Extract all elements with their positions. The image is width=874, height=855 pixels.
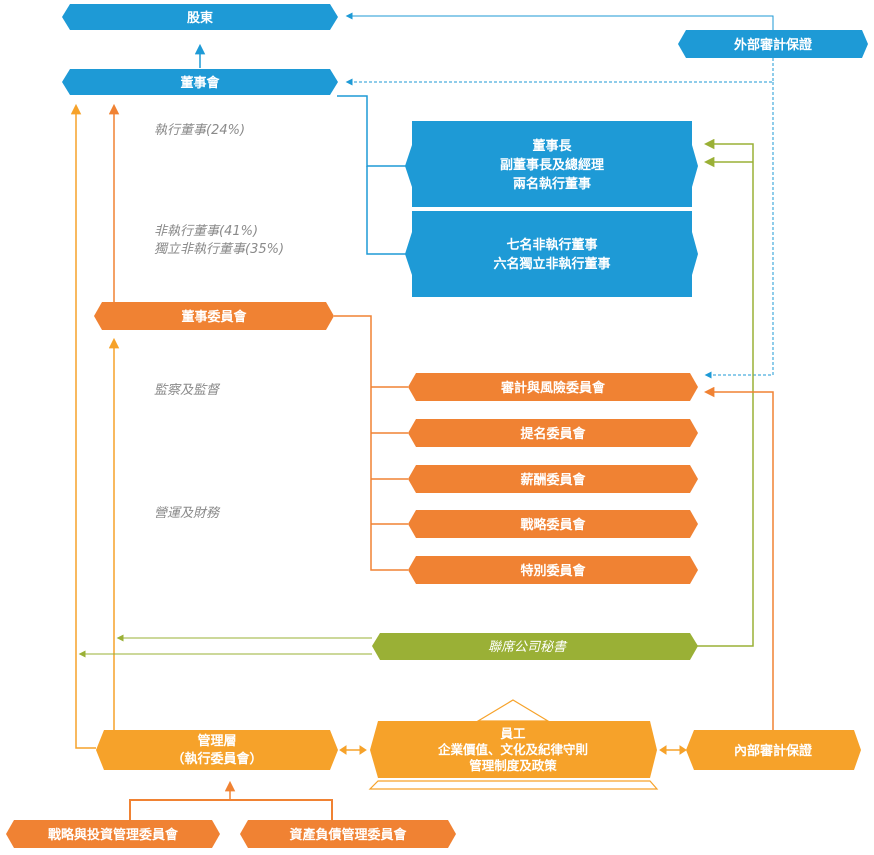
board-committees-shape xyxy=(94,302,334,330)
employees-shape xyxy=(370,721,657,778)
employees-roof xyxy=(475,699,551,722)
strategy-committee-label: 戰略委員會 xyxy=(520,517,586,533)
internal-audit-node: 內部審計保證 xyxy=(686,730,861,770)
asset-liability-committee-shape xyxy=(240,820,456,848)
asset-liability-committee-node: 資產負債管理委員會 xyxy=(240,820,456,848)
shareholders-node: 股東 xyxy=(62,4,338,30)
strategy-investment-committee-label: 戰略與投資管理委員會 xyxy=(48,827,179,843)
joint-company-secretary-label: 聯席公司秘書 xyxy=(488,639,568,655)
connector-external-audit-to-shareholders xyxy=(345,12,774,30)
nomination-committee-shape xyxy=(408,419,698,447)
independent-pct-note: 獨立非執行董事(35%) xyxy=(154,242,284,257)
nomination-committee-node: 提名委員會 xyxy=(408,419,698,447)
operations-note: 營運及財務 xyxy=(154,506,221,521)
exec-directors-node: 董事長 副董事長及總經理 兩名執行董事 xyxy=(405,121,698,207)
exec-directors-shape xyxy=(405,121,698,207)
board-committees-node: 董事委員會 xyxy=(94,302,334,330)
connector-board-to-nonexec-directors xyxy=(366,166,408,255)
internal-audit-label: 內部審計保證 xyxy=(734,743,813,759)
nomination-committee-label: 提名委員會 xyxy=(520,426,586,442)
external-audit-label: 外部審計保證 xyxy=(733,37,813,53)
strategy-investment-committee-shape xyxy=(6,820,220,848)
six-independent-label: 六名獨立非執行董事 xyxy=(493,256,610,272)
special-committee-node: 特別委員會 xyxy=(408,556,698,584)
remuneration-committee-label: 薪酬委員會 xyxy=(520,472,586,488)
employees-node: 員工 企業價值、文化及紀律守則 管理制度及政策 xyxy=(368,699,659,790)
connector-management-to-board xyxy=(70,103,96,749)
connector-committees-bracket xyxy=(334,315,408,571)
special-committee-label: 特別委員會 xyxy=(520,563,586,579)
management-shape xyxy=(96,730,338,770)
corporate-values-label: 企業價值、文化及紀律守則 xyxy=(437,742,588,757)
asset-liability-committee-label: 資產負債管理委員會 xyxy=(289,827,407,843)
connector-external-audit-to-board xyxy=(345,58,774,86)
nonexec-pct-note: 非執行董事(41%) xyxy=(154,224,258,239)
external-audit-shape xyxy=(678,30,868,58)
board-shape xyxy=(62,69,338,95)
audit-risk-committee-shape xyxy=(408,373,698,401)
bidirectional-arrow-management-employees xyxy=(339,745,367,755)
board-node: 董事會 xyxy=(62,69,338,95)
audit-risk-committee-label: 審計與風險委員會 xyxy=(500,380,606,396)
management-node: 管理層 （執行委員會） xyxy=(96,730,338,770)
exec-directors-pct-note: 執行董事(24%) xyxy=(154,123,245,138)
joint-company-secretary-node: 聯席公司秘書 xyxy=(372,633,698,660)
connector-external-audit-to-audit-committee xyxy=(704,82,774,379)
connector-secretary-to-exec-directors xyxy=(696,138,754,647)
connector-subcommittees-bracket xyxy=(129,799,333,820)
internal-audit-shape xyxy=(686,730,861,770)
management-label: 管理層 xyxy=(197,733,236,749)
audit-risk-committee-node: 審計與風險委員會 xyxy=(408,373,698,401)
strategy-committee-node: 戰略委員會 xyxy=(408,510,698,538)
board-label: 董事會 xyxy=(180,75,220,91)
remuneration-committee-node: 薪酬委員會 xyxy=(408,465,698,493)
nonexec-directors-node: 七名非執行董事 六名獨立非執行董事 xyxy=(405,211,698,297)
management-systems-label: 管理制度及政策 xyxy=(469,758,557,773)
nonexec-directors-shape xyxy=(405,211,698,297)
remuneration-committee-shape xyxy=(408,465,698,493)
board-committees-label: 董事委員會 xyxy=(181,309,247,325)
vice-chairman-label: 副董事長及總經理 xyxy=(500,157,604,173)
supervision-note: 監察及監督 xyxy=(154,383,221,398)
chairman-label: 董事長 xyxy=(532,138,572,154)
connector-board-to-exec-directors xyxy=(337,95,408,167)
connector-internal-audit-to-audit-committee xyxy=(703,386,774,730)
external-audit-node: 外部審計保證 xyxy=(678,30,868,58)
strategy-investment-committee-node: 戰略與投資管理委員會 xyxy=(6,820,220,848)
exec-committee-label: （執行委員會） xyxy=(171,751,262,767)
bidirectional-arrow-employees-internal-audit xyxy=(659,745,687,755)
employees-label: 員工 xyxy=(499,726,526,741)
shareholders-label: 股東 xyxy=(187,10,213,26)
seven-nonexec-label: 七名非執行董事 xyxy=(506,237,597,253)
shareholders-shape xyxy=(62,4,338,30)
special-committee-shape xyxy=(408,556,698,584)
joint-company-secretary-shape xyxy=(372,633,698,660)
two-exec-directors-label: 兩名執行董事 xyxy=(513,176,591,192)
employees-base xyxy=(368,780,659,790)
strategy-committee-shape xyxy=(408,510,698,538)
